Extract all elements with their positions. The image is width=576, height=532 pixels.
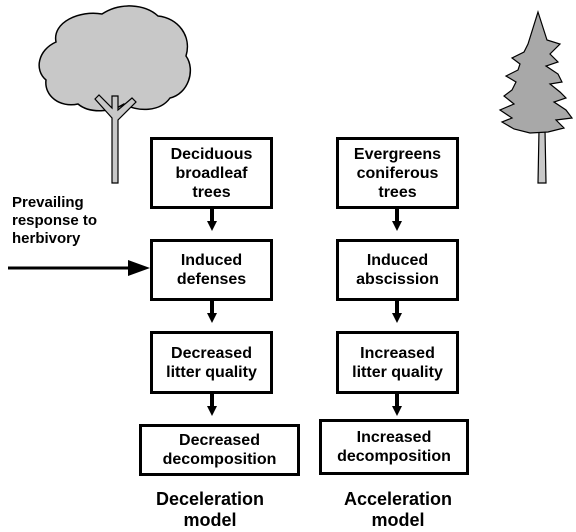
- acceleration-model-label: Acceleration model: [343, 489, 453, 530]
- box-increased-decomposition: Increased decomposition: [319, 419, 469, 475]
- broadleaf-tree-icon: [38, 5, 191, 184]
- box-deciduous-broadleaf-trees: Deciduous broadleaf trees: [150, 137, 273, 209]
- box-induced-abscission: Induced abscission: [336, 239, 459, 301]
- side-label: Prevailing response to herbivory: [12, 194, 98, 247]
- box-evergreens-coniferous-trees: Evergreens coniferous trees: [336, 137, 459, 209]
- box-decreased-decomposition: Decreased decomposition: [139, 424, 300, 476]
- deceleration-model-label: Deceleration model: [155, 489, 265, 530]
- conifer-tree-icon: [498, 10, 574, 184]
- box-increased-litter-quality: Increased litter quality: [336, 331, 459, 394]
- herbivory-arrow: [8, 260, 150, 276]
- box-decreased-litter-quality: Decreased litter quality: [150, 331, 273, 394]
- box-induced-defenses: Induced defenses: [150, 239, 273, 301]
